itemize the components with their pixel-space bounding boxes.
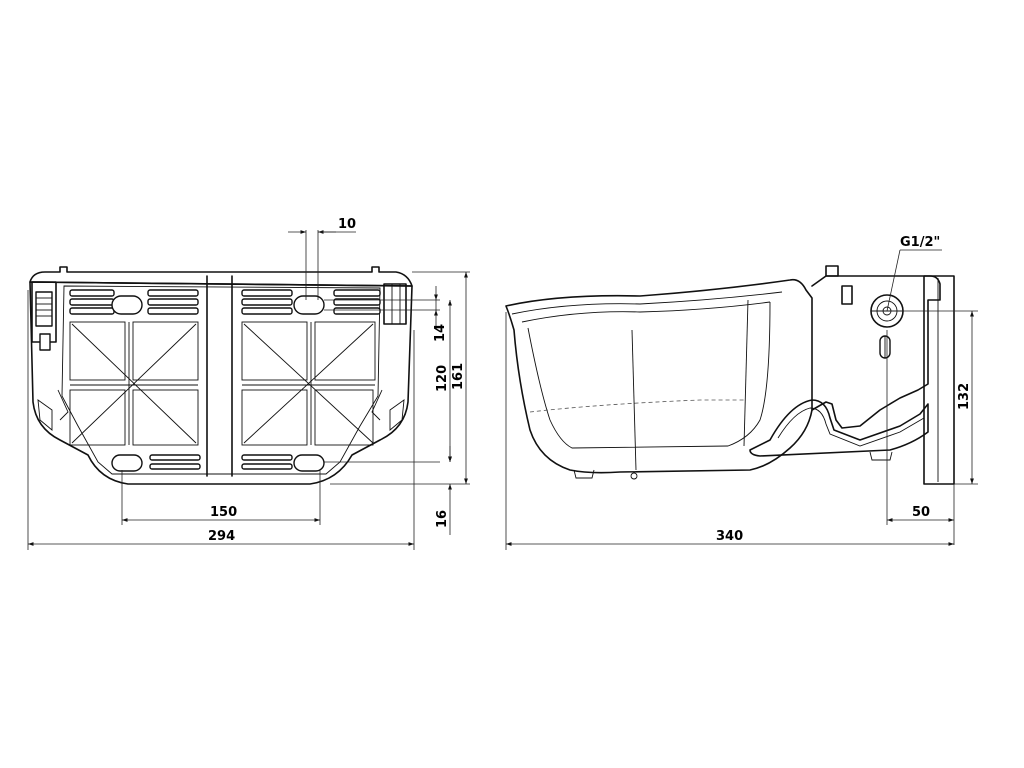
dim-label-inlet-height: 132 [957,383,972,410]
mount-hole-lower-right [293,454,325,472]
dim-label-hole-spacing-vertical: 120 [435,365,450,392]
mount-hole-lower-left [111,454,143,472]
dim-inlet-height: 132 [890,310,978,485]
x-ribs-right [241,321,376,446]
left-bracket [31,281,69,431]
dim-label-thread: G1/2" [900,235,940,250]
dim-mount-depth: 50 [886,330,955,545]
dim-label-total-height: 161 [451,363,466,390]
dim-label-bottom-offset: 16 [435,510,450,528]
dim-hole-spacing-vertical: 120 [435,300,452,462]
right-bracket [371,283,407,431]
dim-thread: G1/2" [886,235,942,312]
dim-small-gap: 14 [433,286,448,342]
dim-top-offset: 10 [288,217,356,300]
dim-label-mount-depth: 50 [912,505,930,520]
bottom-slots [149,454,293,470]
dim-bottom-offset: 16 [435,446,452,535]
dim-total-width: 294 [27,290,415,550]
mount-hole-upper-left [111,295,143,315]
x-ribs-left [69,321,199,446]
dim-label-hole-spacing-horizontal: 150 [210,505,237,520]
front-view: 10 14 120 161 16 [27,217,470,550]
side-view: G1/2" 132 50 340 [505,235,978,550]
dim-label-top-offset: 10 [338,217,356,232]
dim-label-small-gap: 14 [433,324,448,342]
top-slots-right [241,289,381,315]
dim-total-height: 161 [451,272,468,484]
dim-label-total-length: 340 [716,529,743,544]
dim-hole-spacing-horizontal: 150 [121,470,321,525]
mount-hole-upper-right [293,295,325,315]
dim-label-total-width: 294 [208,529,235,544]
dim-total-length: 340 [505,312,954,550]
